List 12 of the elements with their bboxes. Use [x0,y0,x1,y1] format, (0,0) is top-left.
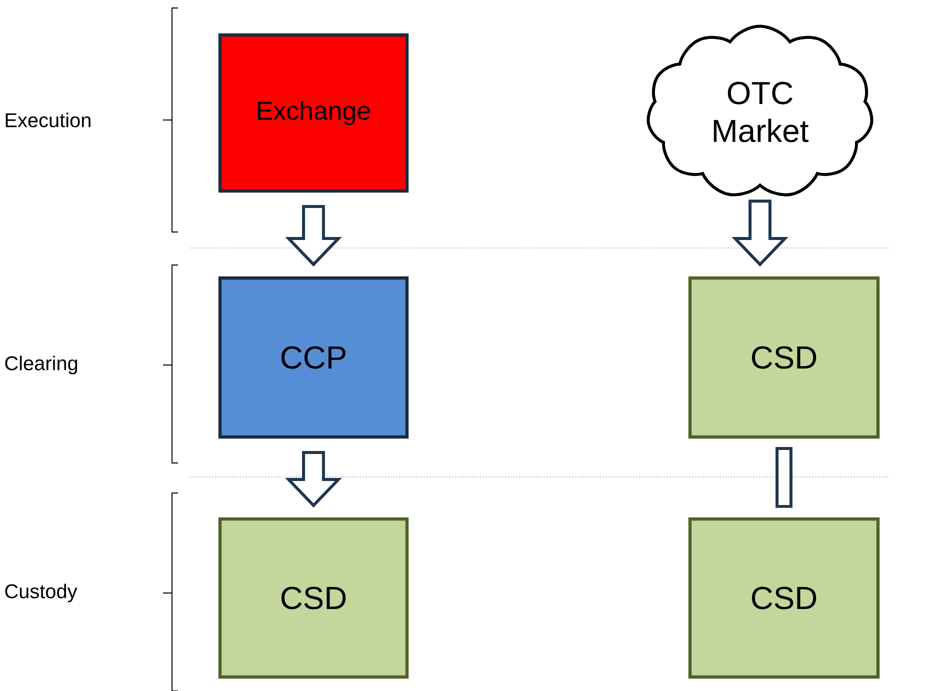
row-label: Execution [6,112,90,128]
row-label: Custody [5,584,78,602]
connector-bar [776,447,792,508]
process-box: CCP [218,276,409,439]
block-arrow [285,451,342,508]
process-box: Exchange [218,33,409,193]
block-arrow [285,205,342,267]
process-box: CSD [688,276,880,439]
process-box: CSD [688,517,880,679]
row-label: Clearing [5,356,78,374]
block-arrow [732,200,788,267]
process-box: CSD [218,517,409,679]
